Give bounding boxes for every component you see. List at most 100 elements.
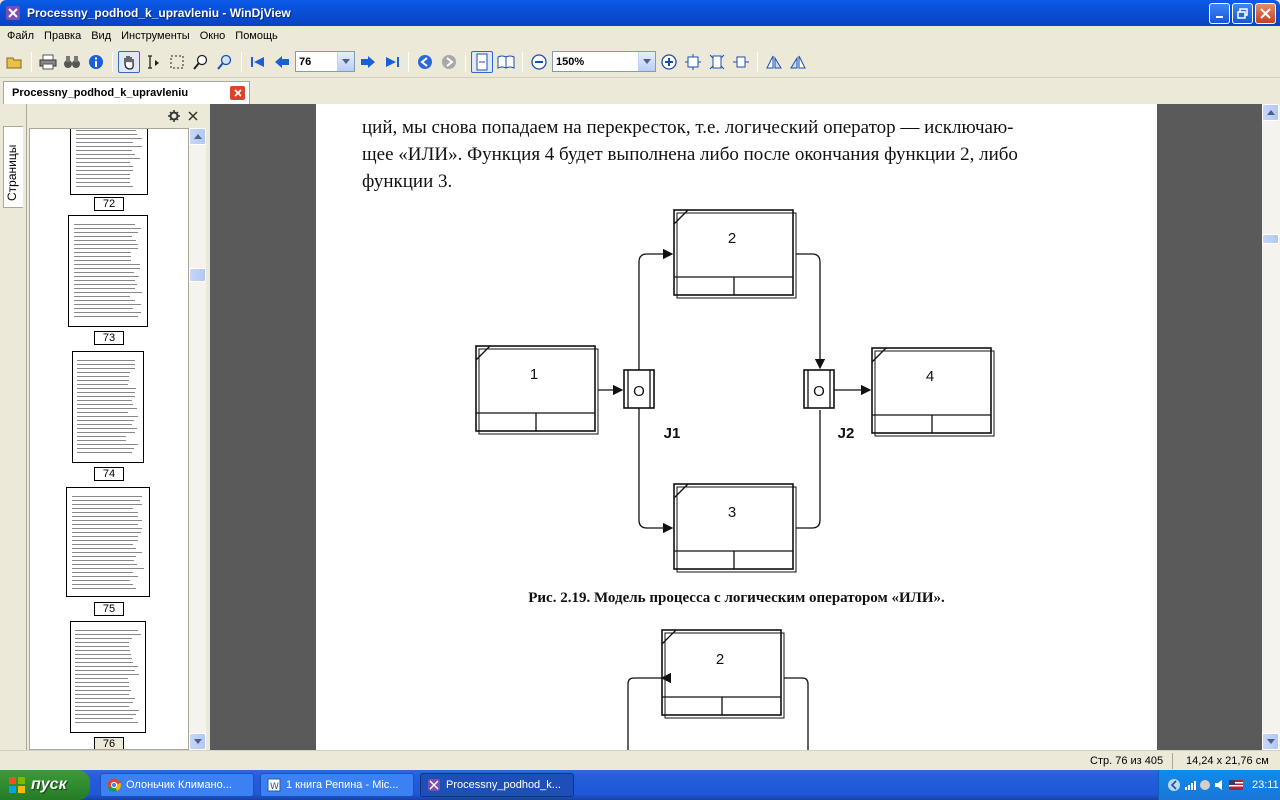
chevron-down-icon bbox=[194, 739, 202, 744]
box-2-label: 2 bbox=[728, 230, 736, 247]
actual-size-button[interactable] bbox=[682, 51, 704, 73]
magnify-button[interactable] bbox=[214, 51, 236, 73]
menu-window[interactable]: Окно bbox=[195, 30, 231, 42]
page-number-value: 76 bbox=[299, 56, 311, 68]
viewer-scroll-up[interactable] bbox=[1262, 104, 1279, 121]
viewer-scrollbar[interactable] bbox=[1262, 104, 1280, 750]
scroll-up-button[interactable] bbox=[189, 128, 206, 145]
shield-icon[interactable] bbox=[1199, 779, 1211, 791]
zoom-lens-icon bbox=[217, 54, 233, 70]
task-label: 1 книга Репина - Mic... bbox=[286, 779, 398, 791]
rotate-right-button[interactable] bbox=[787, 51, 809, 73]
word-document-icon: W bbox=[267, 778, 281, 792]
restore-button[interactable] bbox=[1232, 3, 1253, 24]
zoom-rect-button[interactable] bbox=[190, 51, 212, 73]
last-page-icon bbox=[384, 54, 400, 70]
forward-button[interactable] bbox=[438, 51, 460, 73]
thumbnail-page-75[interactable] bbox=[66, 487, 150, 597]
document-tab[interactable]: Processny_podhod_k_upravleniu bbox=[3, 81, 250, 104]
single-page-icon bbox=[475, 53, 489, 71]
zoom-out-button[interactable] bbox=[528, 51, 550, 73]
scroll-thumb[interactable] bbox=[189, 268, 206, 282]
zoom-value: 150% bbox=[556, 56, 584, 68]
thumbnail-page-74[interactable] bbox=[72, 351, 144, 463]
windows-logo-icon bbox=[8, 776, 26, 794]
function-box-2 bbox=[674, 210, 796, 298]
start-button[interactable]: пуск bbox=[0, 770, 90, 800]
info-button[interactable] bbox=[85, 51, 107, 73]
single-page-button[interactable] bbox=[471, 51, 493, 73]
window-title: Processny_podhod_k_upravleniu - WinDjVie… bbox=[27, 6, 291, 20]
fit-width-button[interactable] bbox=[730, 51, 752, 73]
box-1-label: 1 bbox=[530, 366, 538, 383]
thumbnail-scrollbar[interactable] bbox=[189, 128, 206, 750]
start-label: пуск bbox=[31, 776, 67, 794]
close-window-button[interactable] bbox=[1255, 3, 1276, 24]
menu-tools[interactable]: Инструменты bbox=[116, 30, 195, 42]
select-text-button[interactable] bbox=[142, 51, 164, 73]
close-tab-button[interactable] bbox=[230, 86, 245, 100]
task-windjview[interactable]: Processny_podhod_k... bbox=[420, 773, 574, 797]
viewer-scroll-down[interactable] bbox=[1262, 733, 1279, 750]
box-4-label: 4 bbox=[926, 368, 934, 385]
zoom-out-icon bbox=[531, 54, 547, 70]
task-chrome[interactable]: Олоньчик Климано... bbox=[100, 773, 254, 797]
pages-side-tab[interactable]: Страницы bbox=[3, 126, 23, 208]
chevron-up-icon bbox=[194, 134, 202, 139]
select-area-button[interactable] bbox=[166, 51, 188, 73]
book-icon bbox=[497, 54, 515, 70]
thumbnail-page-73[interactable] bbox=[68, 215, 148, 327]
thumbnail-label: 73 bbox=[94, 331, 124, 345]
find-button[interactable] bbox=[61, 51, 83, 73]
lower-box-2-label: 2 bbox=[716, 651, 724, 668]
menu-view[interactable]: Вид bbox=[86, 30, 116, 42]
hand-tool-button[interactable] bbox=[118, 51, 140, 73]
thumbnail-list: 72 73 74 75 76 bbox=[29, 128, 189, 750]
zoom-combo[interactable]: 150% bbox=[552, 51, 656, 72]
back-circle-icon bbox=[417, 54, 433, 70]
chevron-down-icon bbox=[643, 59, 651, 65]
gear-icon[interactable] bbox=[168, 110, 180, 122]
junction-j2-symbol: O bbox=[813, 383, 825, 400]
print-button[interactable] bbox=[37, 51, 59, 73]
folder-open-icon bbox=[6, 54, 24, 70]
info-icon bbox=[88, 54, 104, 70]
facing-pages-button[interactable] bbox=[495, 51, 517, 73]
page-dropdown-arrow[interactable] bbox=[337, 52, 354, 71]
minimize-icon bbox=[1215, 9, 1225, 19]
viewer-scroll-thumb[interactable] bbox=[1262, 234, 1279, 244]
function-box-3 bbox=[674, 484, 796, 572]
minimize-button[interactable] bbox=[1209, 3, 1230, 24]
menu-help[interactable]: Помощь bbox=[230, 30, 283, 42]
next-page-button[interactable] bbox=[357, 51, 379, 73]
junction-j1-label: J1 bbox=[664, 425, 681, 442]
network-icon[interactable] bbox=[1184, 779, 1196, 791]
tray-arrow-icon[interactable] bbox=[1167, 778, 1181, 792]
fit-page-button[interactable] bbox=[706, 51, 728, 73]
page-size: 14,24 x 21,76 см bbox=[1186, 755, 1269, 767]
first-page-button[interactable] bbox=[247, 51, 269, 73]
back-button[interactable] bbox=[414, 51, 436, 73]
chrome-icon bbox=[107, 778, 121, 792]
last-page-button[interactable] bbox=[381, 51, 403, 73]
thumbnail-page-76[interactable] bbox=[70, 621, 146, 733]
thumbnail-page-72[interactable] bbox=[70, 128, 148, 195]
zoom-dropdown-arrow[interactable] bbox=[638, 52, 655, 71]
close-icon[interactable] bbox=[188, 111, 198, 121]
open-button[interactable] bbox=[4, 51, 26, 73]
language-flag-icon[interactable] bbox=[1229, 780, 1243, 790]
prev-page-button[interactable] bbox=[271, 51, 293, 73]
toolbar: 76 150% bbox=[0, 46, 1280, 78]
menu-file[interactable]: Файл bbox=[2, 30, 39, 42]
document-viewer[interactable]: ций, мы снова попадаем на перекресток, т… bbox=[210, 104, 1262, 750]
menu-edit[interactable]: Правка bbox=[39, 30, 86, 42]
taskbar: пуск Олоньчик Климано... W 1 книга Репин… bbox=[0, 770, 1280, 800]
page-number-combo[interactable]: 76 bbox=[295, 51, 355, 72]
zoom-in-button[interactable] bbox=[658, 51, 680, 73]
rotate-left-button[interactable] bbox=[763, 51, 785, 73]
restore-icon bbox=[1237, 8, 1248, 19]
task-word[interactable]: W 1 книга Репина - Mic... bbox=[260, 773, 414, 797]
close-icon bbox=[234, 89, 242, 97]
scroll-down-button[interactable] bbox=[189, 733, 206, 750]
volume-icon[interactable] bbox=[1214, 779, 1226, 791]
